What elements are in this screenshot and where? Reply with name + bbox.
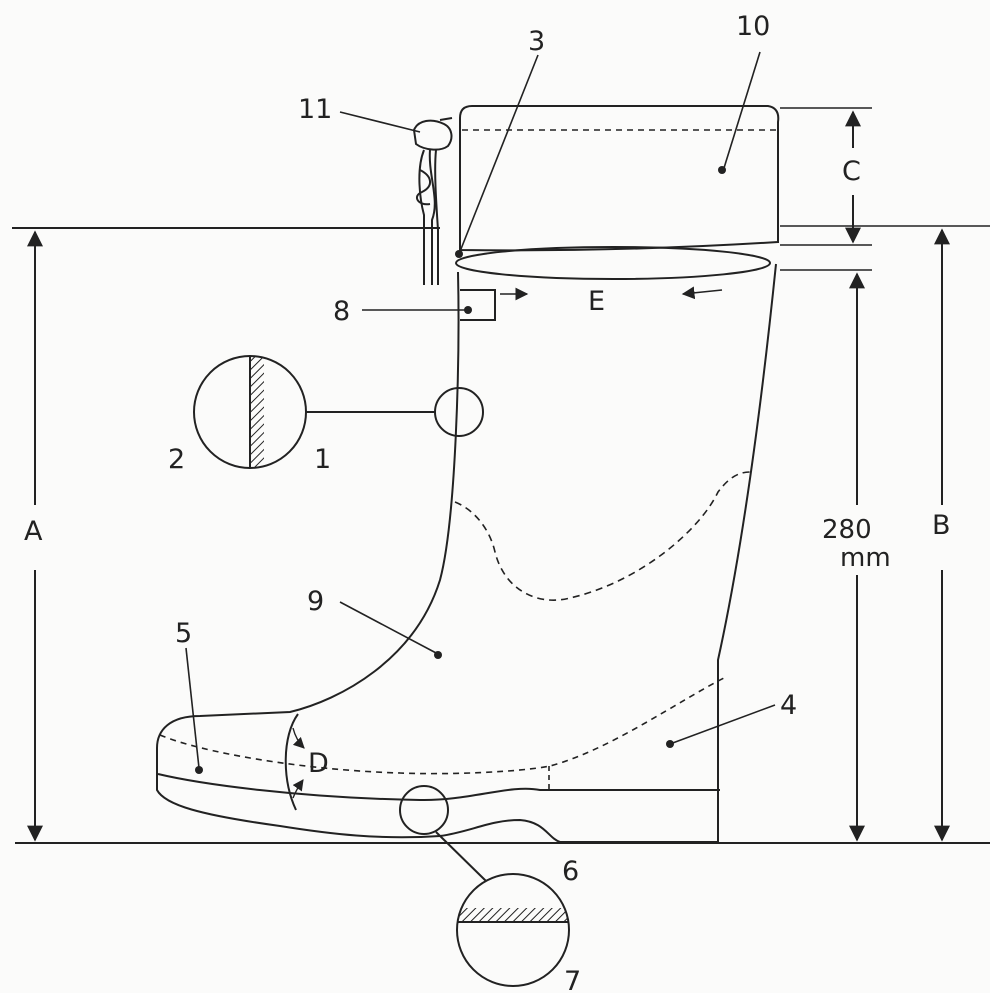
zoom-circle-sole <box>456 873 570 987</box>
label-5: 5 <box>175 618 192 649</box>
sole-top-line <box>157 773 720 802</box>
dot-collar <box>455 250 463 258</box>
label-d: D <box>308 748 329 779</box>
opening-ellipse <box>455 246 771 280</box>
label-10: 10 <box>736 11 770 42</box>
upper-material-section <box>249 356 264 468</box>
toe-section-line <box>284 713 299 811</box>
dot-shaft <box>434 651 442 659</box>
leader-3 <box>458 54 539 255</box>
label-3: 3 <box>528 26 545 57</box>
pull-tab <box>460 289 496 321</box>
dot-heel <box>666 740 674 748</box>
leader-9 <box>339 601 439 655</box>
drawstring-toggle <box>412 117 453 285</box>
d-arrow-upper <box>292 727 305 749</box>
zoom-connector-sole <box>435 831 487 882</box>
lining-line <box>454 471 751 601</box>
leader-11 <box>339 111 421 133</box>
shaft-height-value: 280 <box>822 515 872 545</box>
label-1: 1 <box>314 444 331 475</box>
boot-body-outline <box>156 263 777 843</box>
label-2: 2 <box>168 444 185 475</box>
sole-material-section <box>457 908 569 923</box>
leader-4 <box>669 704 776 745</box>
d-arrow-lower <box>292 779 304 799</box>
dot-pull-tab <box>464 306 472 314</box>
label-c: C <box>842 156 861 187</box>
label-11: 11 <box>298 94 332 125</box>
detail-circle-upper <box>434 387 484 437</box>
shaft-height-unit: mm <box>840 543 891 573</box>
label-7: 7 <box>564 966 581 993</box>
label-9: 9 <box>307 586 324 617</box>
dot-toe <box>195 766 203 774</box>
label-b: B <box>932 510 951 541</box>
cuff-outline <box>459 105 780 252</box>
label-4: 4 <box>780 690 797 721</box>
label-a: A <box>24 516 43 547</box>
detail-circle-sole <box>399 785 449 835</box>
toe-cap-line <box>159 677 725 775</box>
label-6: 6 <box>562 856 579 887</box>
label-e: E <box>588 286 605 317</box>
label-8: 8 <box>333 296 350 327</box>
arrow-right-e <box>681 286 723 300</box>
leader-10 <box>723 51 761 169</box>
dot-cuff <box>718 166 726 174</box>
leader-5 <box>185 647 200 769</box>
